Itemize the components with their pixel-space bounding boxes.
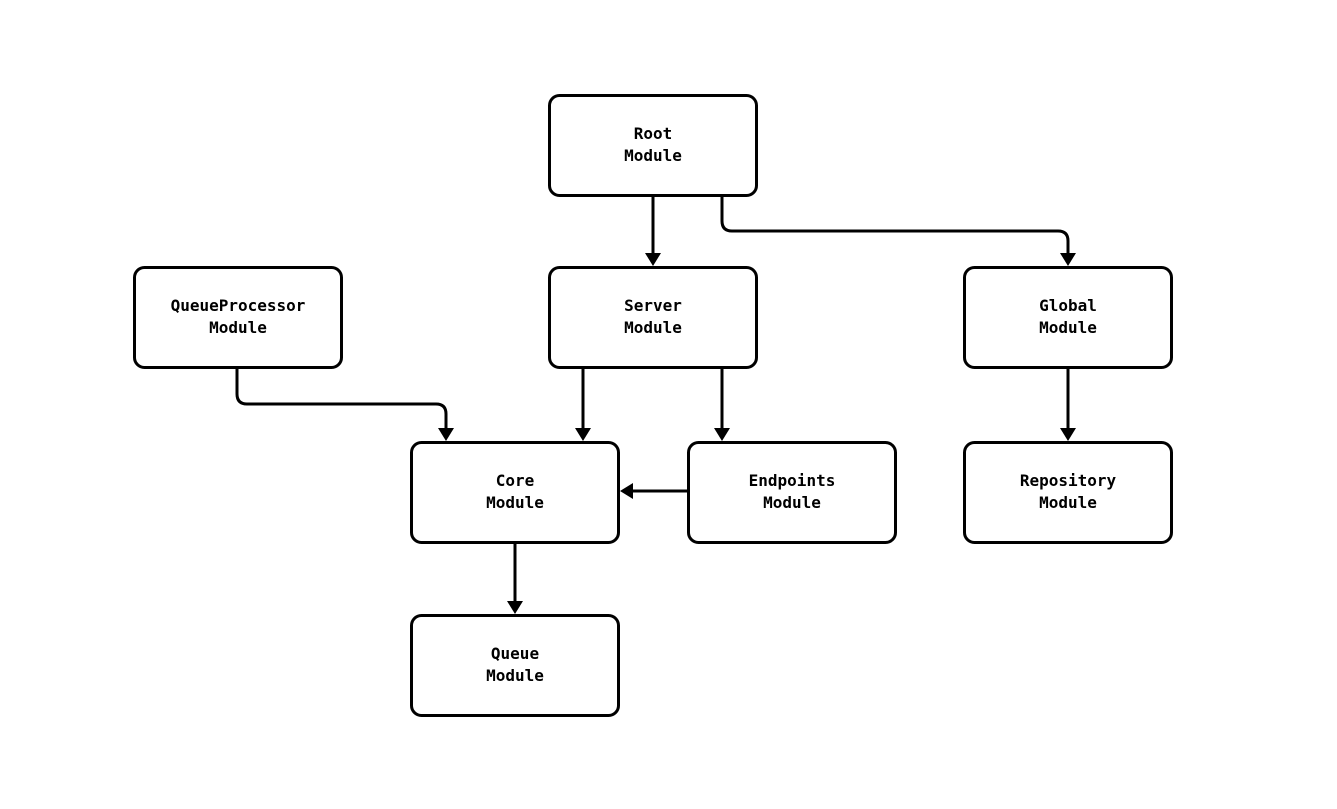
queue-module-node-label-line2: Module: [486, 666, 544, 685]
queueprocessor-module-node-label-line2: Module: [209, 318, 267, 337]
core-module-node-label-line2: Module: [486, 493, 544, 512]
edge-root-to-server-arrowhead-icon: [645, 253, 661, 266]
global-module-node-rect[interactable]: [963, 266, 1173, 369]
core-module-node-label-line1: Core: [496, 471, 535, 490]
queue-module-node-rect[interactable]: [410, 614, 620, 717]
edge-root-to-global: [720, 197, 1076, 266]
edge-server-to-endpoints-arrowhead-icon: [714, 428, 730, 441]
queueprocessor-module-node-rect[interactable]: [133, 266, 343, 369]
repository-module-node-label-line2: Module: [1039, 493, 1097, 512]
edge-server-to-core-arrowhead-icon: [575, 428, 591, 441]
server-module-node-label-line2: Module: [624, 318, 682, 337]
core-module-node-rect[interactable]: [410, 441, 620, 544]
edge-queueprocessor-to-core: [235, 369, 454, 441]
edges-layer: [235, 197, 1076, 614]
edge-root-to-global-line: [720, 197, 1070, 254]
server-module-node-label-line1: Server: [624, 296, 682, 315]
nodes-layer: RootModuleQueueProcessorModuleServerModu…: [133, 94, 1173, 717]
server-module-node-rect[interactable]: [548, 266, 758, 369]
edge-endpoints-to-core: [620, 483, 687, 499]
edge-root-to-server: [645, 197, 661, 266]
queueprocessor-module-node-label-line1: QueueProcessor: [171, 296, 306, 315]
edge-server-to-core: [575, 369, 591, 441]
repository-module-node-label-line1: Repository: [1020, 471, 1117, 490]
root-module-node-label-line1: Root: [634, 124, 673, 143]
edge-server-to-endpoints: [714, 369, 730, 441]
endpoints-module-node-label-line1: Endpoints: [749, 471, 836, 490]
edge-global-to-repository: [1060, 369, 1076, 441]
edge-root-to-global-arrowhead-icon: [1060, 253, 1076, 266]
endpoints-module-node-label-line2: Module: [763, 493, 821, 512]
edge-core-to-queue: [507, 544, 523, 614]
edge-queueprocessor-to-core-arrowhead-icon: [438, 428, 454, 441]
edge-core-to-queue-arrowhead-icon: [507, 601, 523, 614]
root-module-node-rect[interactable]: [548, 94, 758, 197]
edge-global-to-repository-arrowhead-icon: [1060, 428, 1076, 441]
global-module-node-label-line1: Global: [1039, 296, 1097, 315]
global-module-node-label-line2: Module: [1039, 318, 1097, 337]
repository-module-node-rect[interactable]: [963, 441, 1173, 544]
queue-module-node-label-line1: Queue: [491, 644, 539, 663]
endpoints-module-node-rect[interactable]: [687, 441, 897, 544]
edge-queueprocessor-to-core-line: [235, 369, 448, 429]
root-module-node-label-line2: Module: [624, 146, 682, 165]
edge-endpoints-to-core-arrowhead-icon: [620, 483, 633, 499]
